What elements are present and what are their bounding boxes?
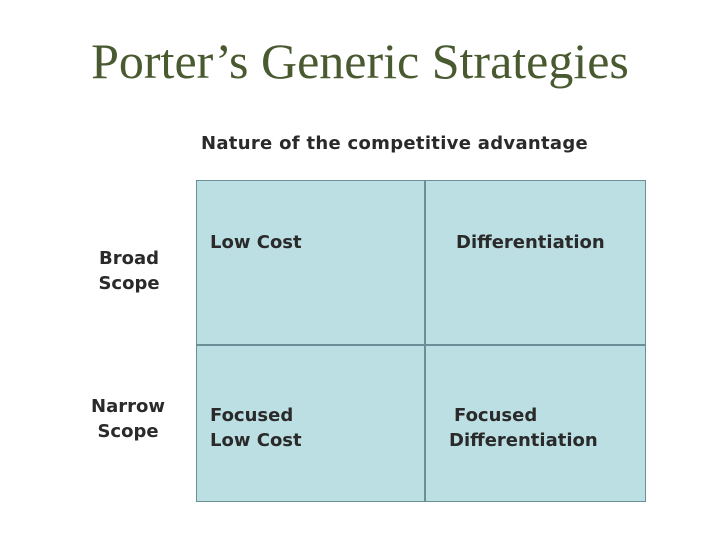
slide-title: Porter’s Generic Strategies — [91, 33, 629, 89]
row-label-broad-scope: Broad Scope — [79, 246, 179, 296]
cell-label-line: Differentiation — [449, 430, 598, 451]
column-heading: Nature of the competitive advantage — [201, 133, 589, 154]
cell-label-line: Differentiation — [456, 232, 605, 253]
cell-focused-differentiation: Focused Differentiation — [449, 403, 598, 453]
row-label-line: Scope — [97, 421, 159, 442]
cell-differentiation: Differentiation — [456, 230, 605, 255]
cell-low-cost: Low Cost — [210, 230, 302, 255]
row-label-narrow-scope: Narrow Scope — [78, 394, 178, 444]
row-label-line: Broad — [99, 248, 159, 269]
cell-label-line: Focused — [454, 405, 538, 426]
row-label-line: Narrow — [91, 396, 165, 417]
grid-divider-vertical — [424, 180, 426, 502]
strategy-grid — [196, 180, 646, 502]
cell-label-line: Focused — [210, 405, 294, 426]
cell-focused-low-cost: Focused Low Cost — [210, 403, 302, 453]
grid-divider-horizontal — [196, 344, 646, 346]
cell-label-line: Low Cost — [210, 232, 302, 253]
cell-label-line: Low Cost — [210, 430, 302, 451]
row-label-line: Scope — [98, 273, 160, 294]
